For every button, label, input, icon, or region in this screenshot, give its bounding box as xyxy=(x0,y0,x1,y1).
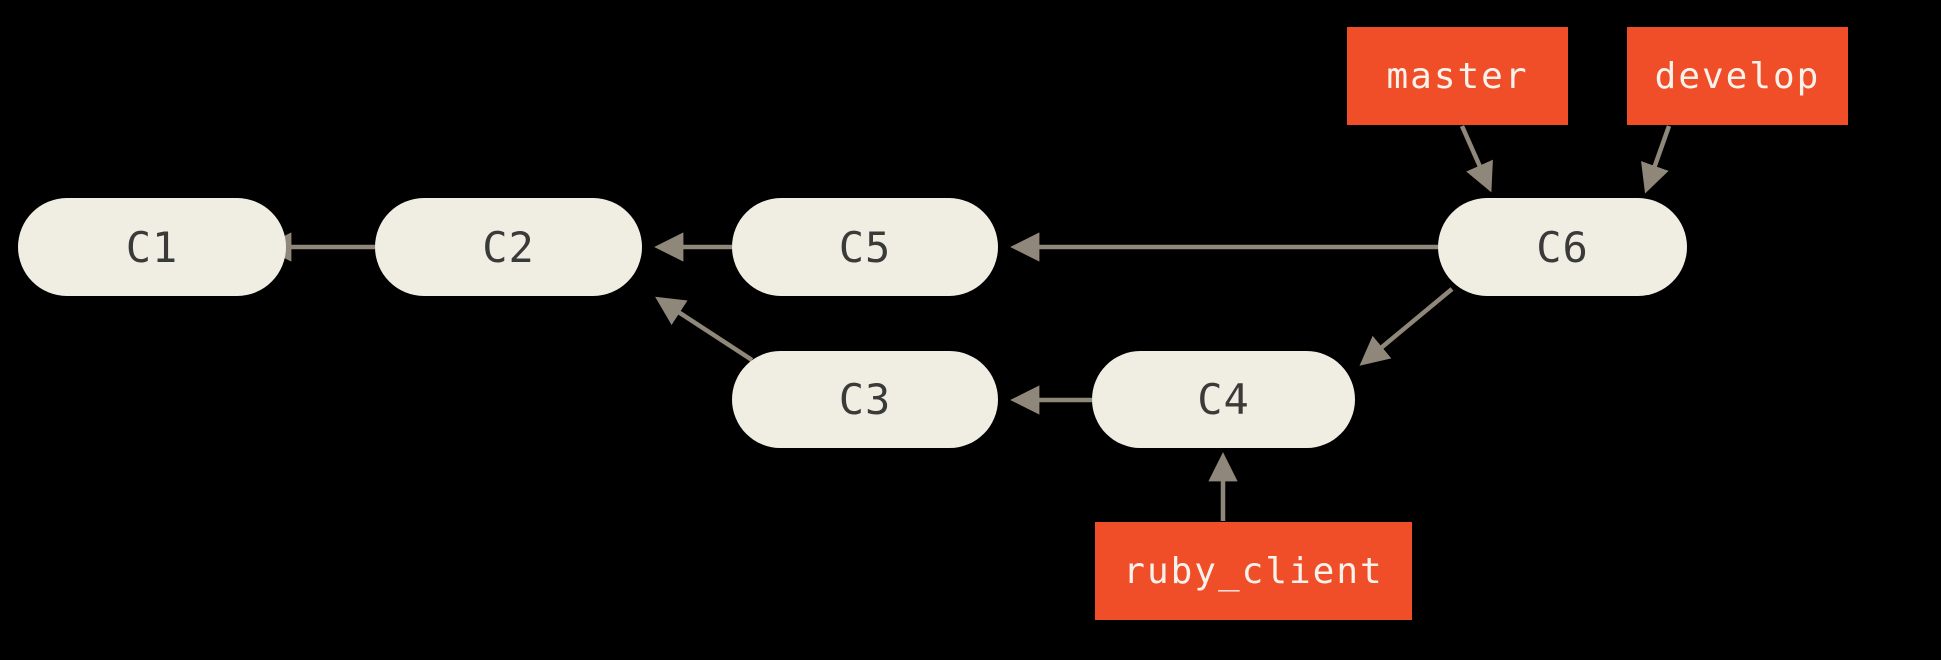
commit-node-c2: C2 xyxy=(375,198,642,296)
branch-label-develop: develop xyxy=(1627,27,1848,125)
edge-develop-to-c6-arrow xyxy=(1641,125,1672,194)
commit-node-c4: C4 xyxy=(1092,351,1355,448)
edge-c3-to-c2-arrow xyxy=(655,296,754,362)
edge-master-to-c6-arrow xyxy=(1459,125,1493,193)
commit-node-c1: C1 xyxy=(18,198,286,296)
commit-node-c6: C6 xyxy=(1438,198,1687,296)
commit-node-c3: C3 xyxy=(732,351,998,448)
branch-label-ruby-client: ruby_client xyxy=(1095,522,1412,620)
branch-label-master: master xyxy=(1347,27,1568,125)
commit-node-c5: C5 xyxy=(732,198,998,296)
edge-c6-to-c4-arrow xyxy=(1359,287,1454,366)
